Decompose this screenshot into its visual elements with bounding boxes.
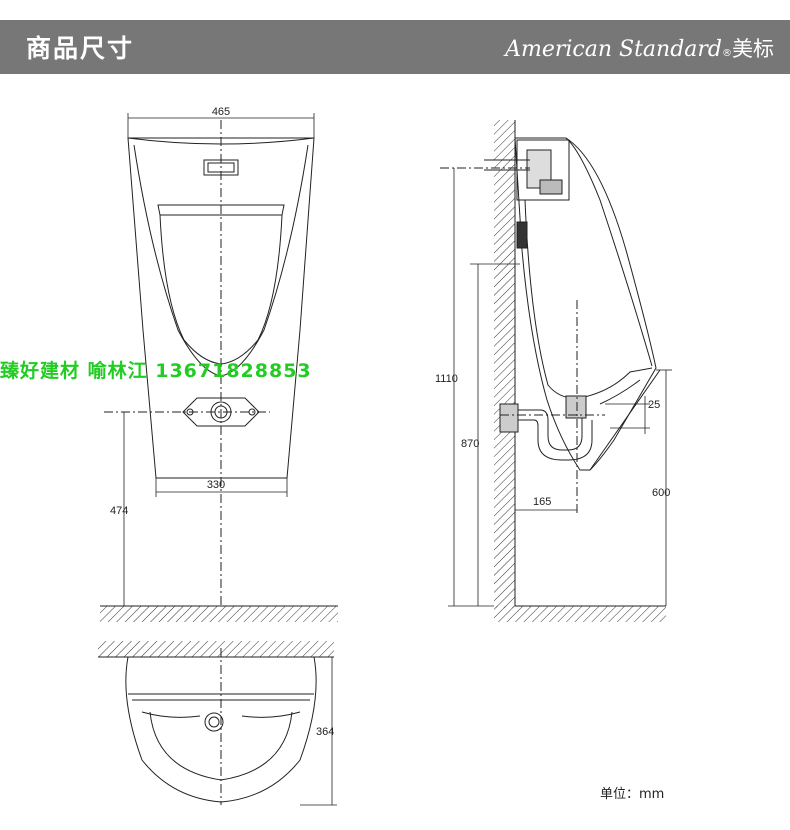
plan-bowl-upper (141, 711, 301, 718)
side-body-rim (565, 137, 653, 367)
side-front-edge (589, 369, 661, 471)
dim-25-label: 25 (648, 399, 660, 411)
dim-474-label: 474 (110, 505, 128, 517)
brand-name: American Standard (505, 37, 722, 62)
wall-bracket (516, 221, 528, 249)
header-bar: 商品尺寸 American Standard®美标 (0, 20, 790, 74)
drain-fitting (499, 403, 519, 433)
outlet-connector (565, 395, 587, 419)
dim-165-label: 165 (533, 496, 551, 508)
trap-outer (517, 409, 583, 451)
registered-mark: ® (722, 48, 732, 59)
plan-drain (204, 712, 224, 732)
dim-600-label: 600 (652, 487, 670, 499)
plan-view (125, 648, 317, 805)
page-title: 商品尺寸 (26, 34, 135, 63)
dim-465-label: 465 (212, 106, 230, 118)
plan-drain-inner (208, 716, 220, 728)
side-bowl-lip (599, 379, 641, 405)
dim-364-label: 364 (316, 726, 334, 738)
dim-870-label: 870 (461, 438, 479, 450)
dim-330-label: 330 (207, 479, 225, 491)
flange-bolt-right (248, 408, 256, 416)
front-dimensions: 465 330 474 (110, 106, 315, 606)
brand-chinese-name: 美标 (732, 37, 774, 61)
trap-inner (517, 419, 593, 461)
plan-wall-hatch (98, 641, 334, 657)
side-view (440, 137, 661, 515)
side-dimensions: 1110 870 165 25 600 (435, 168, 672, 607)
brand-logo: American Standard®美标 (505, 33, 774, 63)
flush-valve-fitting (539, 179, 563, 195)
side-floor-hatch (494, 606, 666, 622)
dim-1110-label: 1110 (435, 373, 458, 385)
unit-label: 单位：mm (600, 787, 665, 802)
front-floor-hatch (100, 606, 338, 622)
watermark-text: 臻好建材 喻林江 13671828853 (0, 360, 312, 382)
plan-dimensions: 364 (300, 657, 337, 806)
side-bowl-inner (524, 199, 653, 399)
side-wall-hatch (494, 120, 515, 608)
